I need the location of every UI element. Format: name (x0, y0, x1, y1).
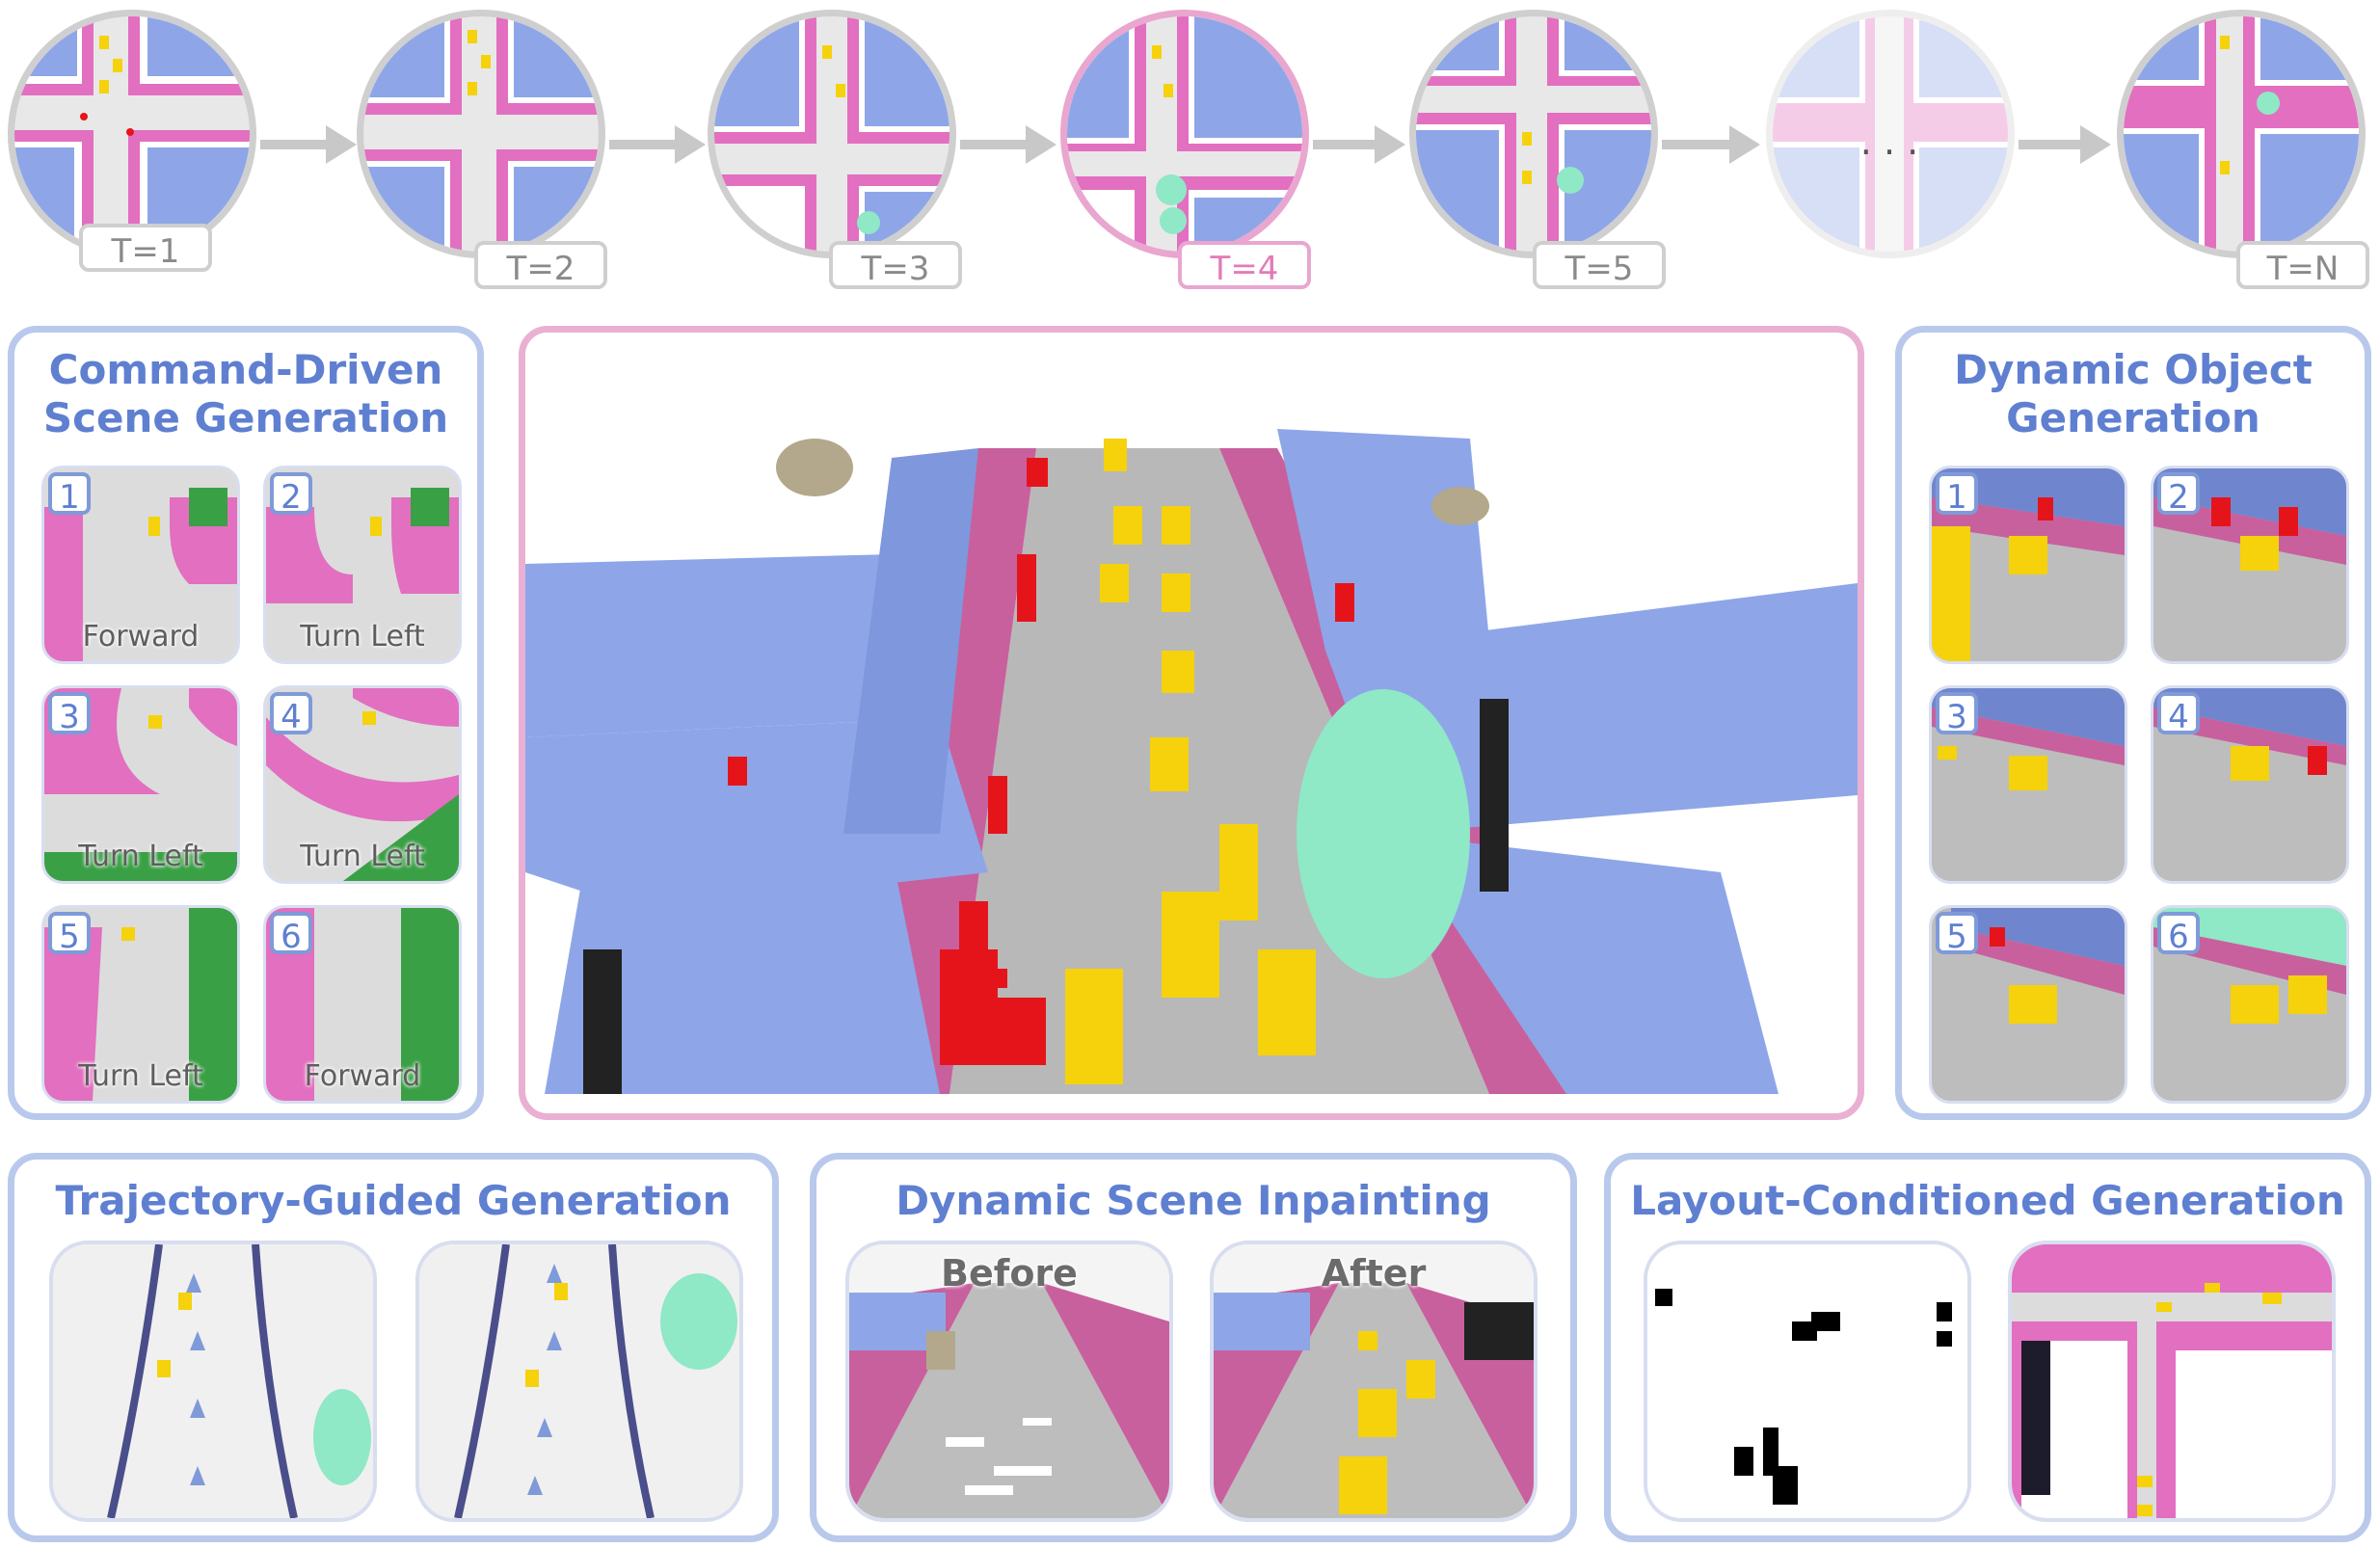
timestep-1-scene (8, 10, 256, 258)
object-thumb-5: 5 (1929, 905, 2127, 1104)
left-building-tall (843, 448, 978, 834)
timestep-5-scene (1409, 10, 1658, 258)
trajectory-panel: Trajectory-Guided Generation (8, 1153, 779, 1542)
timestep-label-1: T=1 (79, 224, 212, 272)
inpainting-title: Dynamic Scene Inpainting (896, 1177, 1491, 1224)
object-thumb-3-number: 3 (1936, 692, 1978, 736)
object-thumb-5-number: 5 (1936, 912, 1978, 956)
terrain-patch-right (1431, 487, 1489, 525)
command-thumb-4-number: 4 (270, 692, 312, 736)
command-thumb-4: 4 Turn Left (263, 685, 462, 884)
left-facade-shadow (583, 949, 622, 1094)
command-thumb-5-label: Turn Left (78, 1059, 203, 1093)
object-thumb-1: 1 (1929, 466, 2127, 664)
command-thumb-1: 1 Forward (41, 466, 240, 664)
command-thumb-6: 6 Forward (263, 905, 462, 1104)
inpainting-panel: Dynamic Scene Inpainting Before After (810, 1153, 1577, 1542)
command-thumb-5-number: 5 (48, 912, 91, 956)
inpainting-after-thumb: After (1210, 1241, 1538, 1522)
trajectory-thumb-1 (49, 1241, 377, 1522)
command-thumb-5: 5 Turn Left (41, 905, 240, 1104)
timestep-label-n: T=N (2236, 241, 2369, 289)
command-thumb-2-label: Turn Left (300, 620, 425, 654)
left-building-front (545, 853, 940, 1094)
central-3d-scene (525, 333, 1858, 1113)
layout-generated-thumb (2008, 1241, 2336, 1522)
dynamic-object-panel: Dynamic Object Generation 1 2 3 4 5 6 (1895, 326, 2371, 1120)
object-thumb-6: 6 (2151, 905, 2349, 1104)
tree-cluster (1297, 689, 1470, 978)
right-building-front (1393, 834, 1778, 1094)
layout-title: Layout-Conditioned Generation (1630, 1177, 2345, 1224)
timestep-label-4: T=4 (1178, 241, 1311, 289)
command-thumb-1-label: Forward (82, 620, 200, 654)
object-thumb-4-number: 4 (2157, 692, 2200, 736)
dynamic-object-title-line2: Generation (2006, 394, 2260, 441)
layout-map-thumb (1644, 1241, 1971, 1522)
timestep-label-3: T=3 (829, 241, 962, 289)
command-thumb-3-label: Turn Left (78, 840, 203, 873)
object-thumb-4: 4 (2151, 685, 2349, 884)
timestep-label-5: T=5 (1533, 241, 1666, 289)
command-thumb-6-label: Forward (304, 1059, 421, 1093)
command-thumb-6-number: 6 (270, 912, 312, 956)
object-thumb-3: 3 (1929, 685, 2127, 884)
timestep-label-2: T=2 (474, 241, 607, 289)
trajectory-title: Trajectory-Guided Generation (55, 1177, 732, 1224)
layout-panel: Layout-Conditioned Generation (1604, 1153, 2371, 1542)
command-driven-panel: Command-Driven Scene Generation 1 Forwar… (8, 326, 484, 1120)
timeline-arrows (260, 125, 2111, 164)
before-label: Before (941, 1252, 1078, 1294)
pedestrians (728, 458, 1354, 1065)
command-driven-title-line2: Scene Generation (42, 394, 449, 441)
command-driven-title-line1: Command-Driven (48, 346, 443, 393)
command-thumb-3-number: 3 (48, 692, 91, 736)
right-facade-shadow (1480, 699, 1509, 892)
after-label: After (1321, 1252, 1427, 1294)
timeline-ellipsis: · · · (1859, 131, 1919, 173)
terrain-patch-left (776, 439, 853, 496)
object-thumb-2: 2 (2151, 466, 2349, 664)
trajectory-thumb-2 (415, 1241, 743, 1522)
inpainting-before-thumb: Before (845, 1241, 1173, 1522)
cars (1065, 439, 1316, 1084)
command-thumb-4-label: Turn Left (300, 840, 425, 873)
left-building-cross (525, 554, 940, 737)
timestep-3-scene (708, 10, 956, 258)
object-thumb-1-number: 1 (1936, 472, 1978, 517)
object-thumb-2-number: 2 (2157, 472, 2200, 517)
right-building-far (1277, 429, 1489, 651)
command-thumb-1-number: 1 (48, 472, 91, 517)
dynamic-object-title-line1: Dynamic Object (1954, 346, 2313, 393)
object-thumb-6-number: 6 (2157, 912, 2200, 956)
command-thumb-2: 2 Turn Left (263, 466, 462, 664)
command-thumb-2-number: 2 (270, 472, 312, 517)
command-thumb-3: 3 Turn Left (41, 685, 240, 884)
central-scene-panel (519, 326, 1864, 1120)
